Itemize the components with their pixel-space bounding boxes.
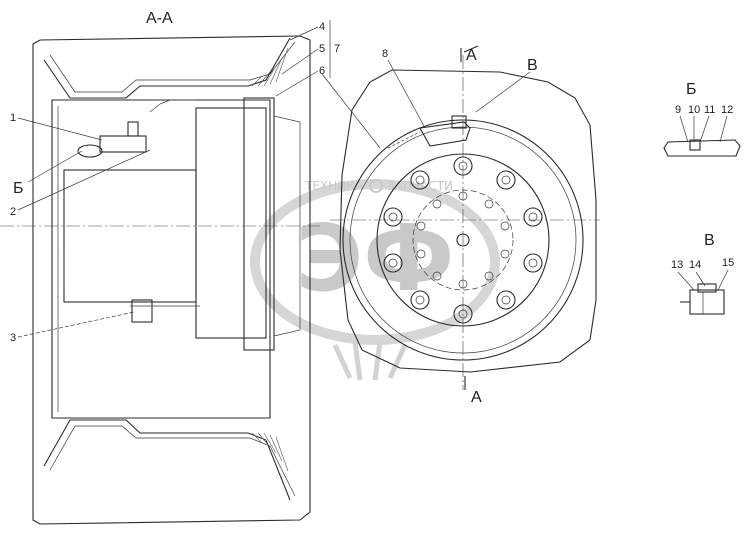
watermark-text-right: ЗАПЧАСТИ — [387, 179, 453, 193]
watermark: ЭФ ТЕХНИКА ЗАПЧАСТИ — [250, 179, 500, 381]
callout-11: 11 — [704, 104, 715, 116]
valve-bend — [149, 99, 196, 113]
section-arrow-top — [463, 45, 479, 53]
callout-2: 2 — [10, 206, 16, 218]
rim-body — [51, 99, 271, 419]
valve-body — [99, 135, 147, 153]
view-marker-v: В — [527, 57, 538, 74]
leader-11 — [699, 115, 710, 143]
leader-5 — [281, 48, 319, 75]
detail-v-body — [689, 289, 725, 315]
leader-1 — [17, 117, 103, 141]
leader-6-face — [321, 73, 381, 149]
callout-4: 4 — [319, 21, 325, 33]
callout-3: 3 — [10, 332, 16, 344]
leader-3 — [17, 311, 135, 338]
valve-face-cap — [451, 115, 467, 129]
callout-13: 13 — [671, 259, 683, 271]
leader-12 — [719, 115, 728, 143]
tire-inner-bottom-2 — [49, 425, 296, 497]
leader-13 — [677, 271, 695, 291]
section-title: А-А — [146, 10, 173, 27]
section-label-a-bottom: А — [471, 389, 482, 406]
callout-8: 8 — [382, 48, 388, 60]
disc-flange — [243, 97, 275, 351]
callout-9: 9 — [675, 104, 681, 116]
tire-outline — [32, 35, 311, 525]
tire-inner-top — [43, 37, 291, 99]
leader-b — [27, 150, 83, 183]
wheel-disc — [195, 107, 267, 339]
callout-10: 10 — [688, 104, 700, 116]
watermark-logo: ЭФ — [296, 205, 455, 312]
detail-b-title: Б — [686, 81, 697, 98]
watermark-text-left: ТЕХНИКА — [304, 179, 364, 193]
detail-b-nut — [689, 139, 701, 151]
wheel-face-view: А А В 8 — [321, 45, 600, 406]
watermark-ring — [250, 179, 500, 345]
leader-2 — [17, 149, 151, 211]
detail-b-body — [663, 139, 741, 157]
callout-14: 14 — [689, 259, 701, 271]
leader-v — [475, 71, 531, 113]
detail-b: Б 9 10 11 12 — [663, 81, 741, 157]
wheat-icon — [332, 341, 408, 381]
view-marker-b-left: Б — [13, 180, 24, 197]
leader-6 — [275, 70, 319, 97]
hub-tube — [63, 169, 197, 303]
tire-inner-bottom — [43, 419, 291, 501]
tire-inner-top-2 — [49, 41, 296, 93]
valve-stem — [387, 131, 421, 149]
callout-15: 15 — [722, 257, 734, 269]
leader-8 — [387, 59, 425, 127]
valve-nut — [77, 144, 103, 158]
leader-15 — [717, 269, 729, 291]
detail-v-cap — [697, 283, 717, 293]
outer-bolts — [383, 156, 543, 324]
gear-icon — [369, 179, 383, 193]
leader-4 — [289, 26, 319, 41]
valve-cap — [127, 121, 139, 137]
bolt-head — [131, 299, 153, 323]
callout-7: 7 — [334, 43, 340, 55]
detail-v-title: В — [704, 232, 715, 249]
leader-9 — [679, 115, 689, 143]
callout-6: 6 — [319, 65, 325, 77]
valve-face — [419, 121, 471, 147]
detail-v: В 13 14 15 — [671, 232, 734, 315]
section-label-a-top: А — [466, 47, 477, 64]
leader-14 — [695, 271, 706, 287]
section-view-aa: А-А 1 Б 2 3 4 5 6 7 — [0, 10, 340, 525]
tire-silhouette — [339, 69, 597, 373]
callout-1: 1 — [10, 112, 16, 124]
callout-12: 12 — [721, 104, 733, 116]
callout-5: 5 — [319, 43, 325, 55]
tire-hatching — [251, 47, 289, 472]
